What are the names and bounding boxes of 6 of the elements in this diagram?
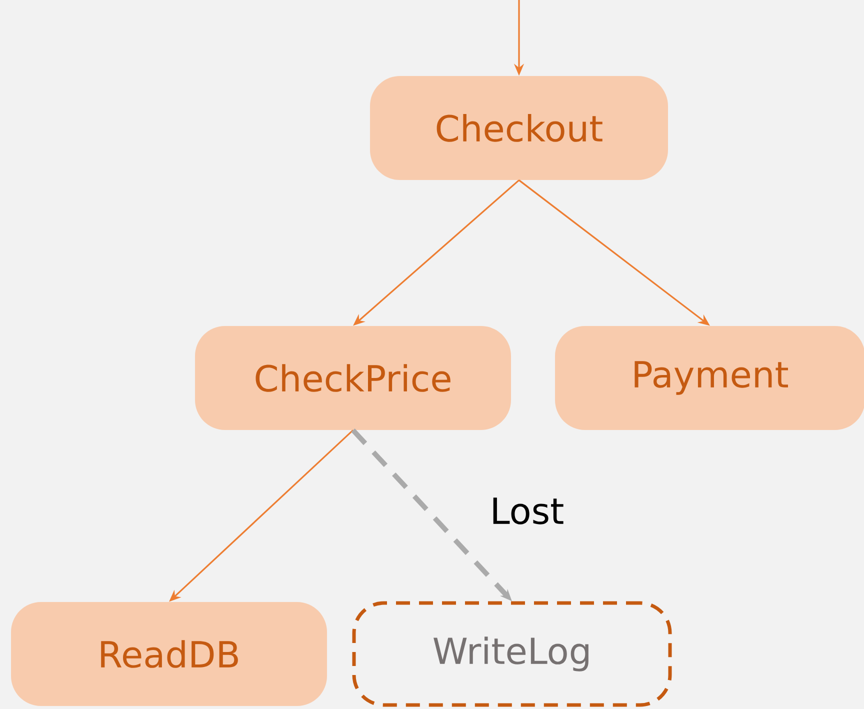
process-box: ReadDB (11, 602, 327, 706)
edge-label: Lost (488, 496, 566, 526)
process-box: CheckPrice (195, 326, 511, 430)
process-box: Checkout (370, 76, 668, 180)
dashed-process-box: WriteLog (352, 601, 672, 707)
process-box: Payment (555, 326, 864, 430)
